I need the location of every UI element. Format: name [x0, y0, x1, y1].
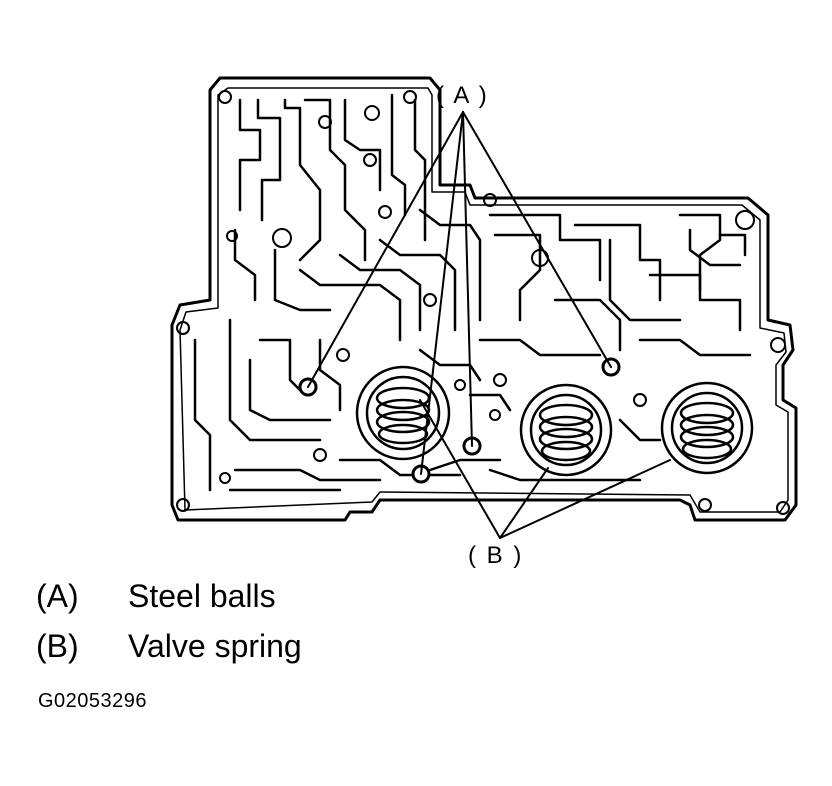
fluid-passages-lower: [193, 318, 662, 492]
valve-spring-3: [660, 381, 754, 475]
fluid-passages: [233, 93, 482, 342]
callout-b-label: ( B ): [468, 542, 524, 569]
legend-row-a: (A) Steel balls: [36, 580, 276, 612]
legend-label: Valve spring: [128, 628, 302, 664]
bolt-holes: [176, 90, 790, 515]
valve-spring-2: [519, 383, 613, 477]
figure-id: G02053296: [38, 690, 148, 712]
legend-key: (A): [36, 578, 79, 614]
fluid-passages-right: [478, 213, 752, 357]
valve-body-outline: [170, 76, 798, 522]
leader-lines-b: [419, 399, 671, 539]
legend-label: Steel balls: [128, 578, 276, 614]
leader-lines-a: [307, 111, 612, 475]
valve-body-diagram: [170, 76, 798, 539]
valve-spring-1: [355, 365, 451, 461]
steel-balls: [298, 357, 621, 484]
valve-body-inner-outline: [179, 87, 789, 513]
valve-springs: [355, 365, 754, 477]
legend-key: (B): [36, 628, 79, 664]
callout-a-label: ( A ): [436, 82, 489, 109]
legend-row-b: (B) Valve spring: [36, 630, 302, 662]
